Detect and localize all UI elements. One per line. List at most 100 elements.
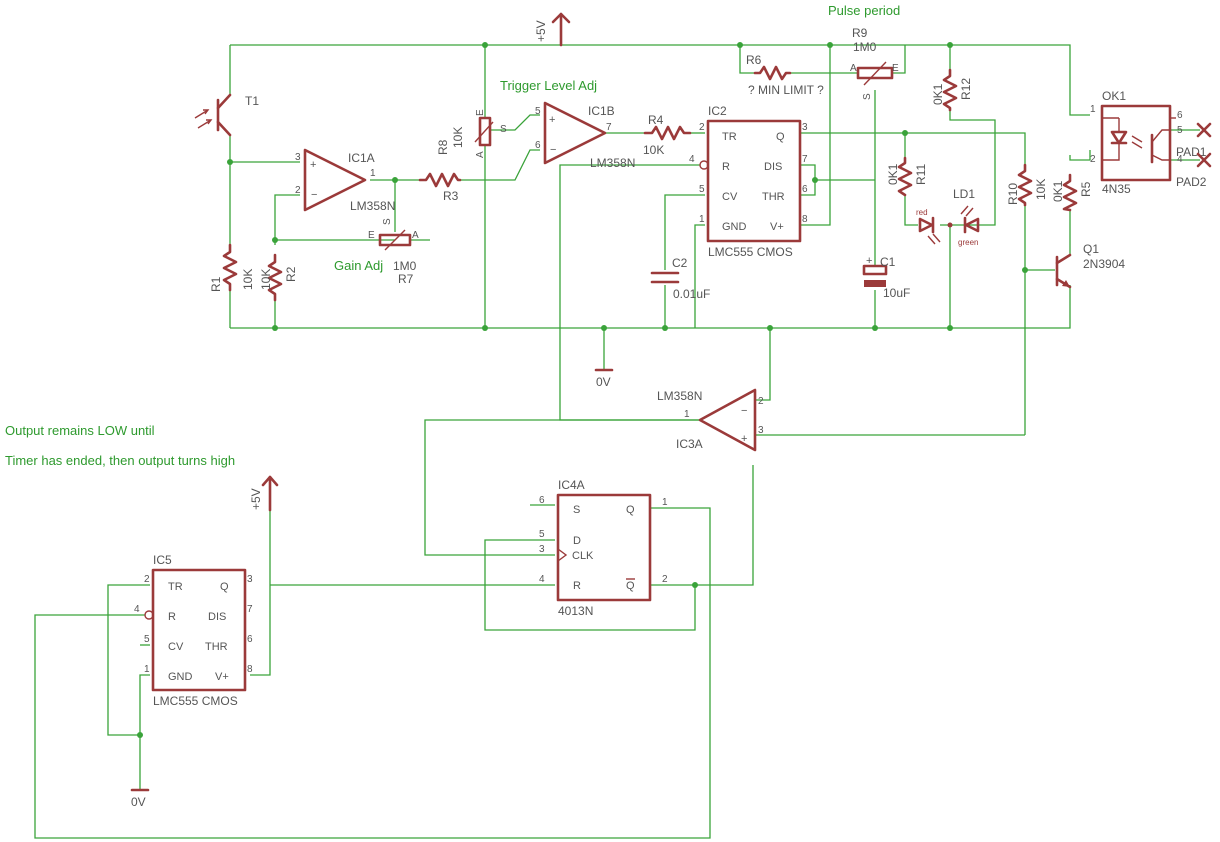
svg-text:Q: Q [776, 131, 785, 143]
svg-text:S: S [382, 218, 393, 225]
led-ld1: LD1 red green [916, 187, 980, 247]
svg-text:R5: R5 [1079, 181, 1093, 197]
svg-text:IC4A: IC4A [558, 478, 585, 492]
svg-text:7: 7 [247, 604, 253, 615]
svg-text:1: 1 [1090, 104, 1096, 115]
svg-text:1M0: 1M0 [853, 40, 877, 54]
svg-text:+: + [310, 159, 316, 171]
svg-text:R4: R4 [648, 113, 664, 127]
svg-text:LM358N: LM358N [590, 156, 635, 170]
svg-text:1: 1 [370, 168, 376, 179]
svg-text:−: − [311, 189, 317, 201]
svg-text:D: D [573, 535, 581, 547]
svg-text:IC1B: IC1B [588, 104, 615, 118]
svg-text:1: 1 [684, 409, 690, 420]
svg-text:IC3A: IC3A [676, 437, 703, 451]
resistor-r4: R4 10K [643, 113, 692, 157]
svg-text:6: 6 [539, 495, 545, 506]
svg-text:1: 1 [144, 664, 150, 675]
svg-text:2: 2 [1090, 154, 1096, 165]
capacitor-c2: C2 0.01uF [650, 256, 710, 301]
note-pulse-period: Pulse period [828, 3, 900, 18]
resistor-r10: R10 10K [1006, 163, 1048, 207]
svg-text:10K: 10K [451, 127, 465, 148]
resistor-r5: 0K1 R5 [1051, 173, 1093, 212]
svg-text:+: + [866, 255, 872, 267]
svg-text:LM358N: LM358N [657, 389, 702, 403]
svg-text:R3: R3 [443, 189, 459, 203]
svg-text:green: green [958, 238, 978, 247]
svg-text:1M0: 1M0 [393, 259, 417, 273]
gnd-main: 0V [594, 368, 614, 389]
note-gain-adj: Gain Adj [334, 258, 383, 273]
svg-text:+: + [741, 433, 747, 445]
svg-text:3: 3 [539, 544, 545, 555]
note-output-line1: Output remains LOW until [5, 423, 155, 438]
svg-text:6: 6 [535, 140, 541, 151]
svg-text:3: 3 [758, 425, 764, 436]
svg-text:−: − [741, 405, 747, 417]
svg-text:S: S [862, 93, 873, 100]
svg-text:Q: Q [626, 504, 635, 516]
svg-text:2N3904: 2N3904 [1083, 257, 1125, 271]
svg-text:7: 7 [606, 122, 612, 133]
junctions [137, 42, 1028, 738]
svg-text:LMC555 CMOS: LMC555 CMOS [708, 245, 793, 259]
svg-text:−: − [550, 144, 556, 156]
svg-text:IC5: IC5 [153, 553, 172, 567]
svg-text:S: S [573, 504, 580, 516]
svg-text:red: red [916, 208, 928, 217]
note-trigger-level: Trigger Level Adj [500, 78, 597, 93]
timer-ic2: IC2 LMC555 CMOS TR Q R DIS CV THR GND V+… [689, 104, 808, 259]
pot-r8: E A S R8 10K [436, 109, 507, 158]
svg-text:LMC555 CMOS: LMC555 CMOS [153, 694, 238, 708]
svg-text:LD1: LD1 [953, 187, 975, 201]
svg-text:CV: CV [168, 641, 184, 653]
svg-text:A: A [475, 151, 486, 158]
svg-text:+5V: +5V [534, 20, 548, 42]
svg-text:8: 8 [802, 214, 808, 225]
svg-text:T1: T1 [245, 94, 259, 108]
svg-text:0K1: 0K1 [1051, 180, 1065, 202]
phototransistor-t1: T1 [194, 93, 259, 137]
svg-text:10K: 10K [643, 143, 664, 157]
svg-text:2: 2 [295, 185, 301, 196]
svg-text:4: 4 [1177, 154, 1183, 165]
note-output-line2: Timer has ended, then output turns high [5, 453, 235, 468]
opamp-ic3a: − + 2 3 1 LM358N IC3A [657, 388, 764, 452]
svg-text:R12: R12 [959, 78, 973, 100]
pad1-x-icon [1196, 122, 1212, 138]
svg-text:1: 1 [699, 214, 705, 225]
svg-text:2: 2 [758, 396, 764, 407]
svg-text:4: 4 [134, 604, 140, 615]
svg-text:2: 2 [144, 574, 150, 585]
svg-text:0K1: 0K1 [886, 163, 900, 185]
wires [34, 44, 1200, 839]
svg-text:C1: C1 [880, 255, 896, 269]
svg-text:5: 5 [1177, 125, 1183, 136]
svg-text:0K1: 0K1 [931, 83, 945, 105]
opamp-ic1b: + − 5 6 7 IC1B LM358N [535, 101, 635, 170]
svg-text:2: 2 [662, 574, 668, 585]
svg-text:4N35: 4N35 [1102, 182, 1131, 196]
svg-text:Q1: Q1 [1083, 242, 1099, 256]
svg-text:DIS: DIS [764, 161, 782, 173]
svg-text:E: E [475, 109, 486, 116]
svg-text:R9: R9 [852, 26, 868, 40]
svg-text:V+: V+ [215, 671, 229, 683]
svg-text:4: 4 [539, 574, 545, 585]
transistor-q1: Q1 2N3904 [1055, 242, 1125, 289]
optocoupler-ok1: OK1 4N35 1 2 6 5 4 PAD1 PAD2 [1090, 89, 1212, 196]
svg-text:Q: Q [220, 581, 229, 593]
svg-text:CV: CV [722, 191, 738, 203]
svg-text:A: A [850, 63, 857, 74]
flipflop-ic4a: IC4A 4013N S Q D CLK R Q 6 5 3 4 1 2 [539, 478, 668, 618]
svg-text:3: 3 [295, 152, 301, 163]
svg-text:R1: R1 [209, 276, 223, 292]
svg-text:4: 4 [689, 154, 695, 165]
svg-text:+5V: +5V [249, 488, 263, 510]
svg-text:S: S [500, 124, 507, 135]
svg-text:0V: 0V [131, 795, 146, 809]
gnd-ic5: 0V [130, 788, 150, 809]
